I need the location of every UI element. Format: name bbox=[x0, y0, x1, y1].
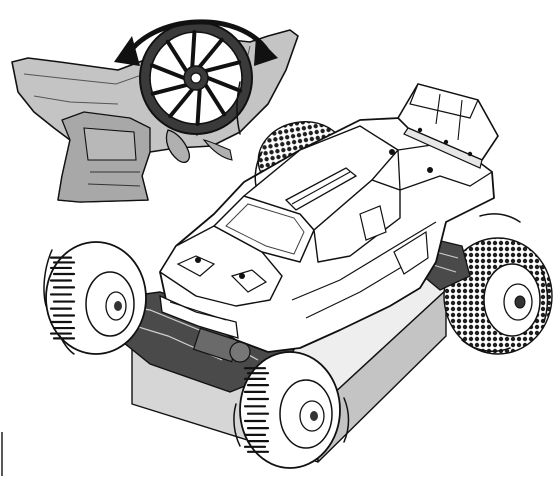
steering-wheel bbox=[139, 21, 253, 135]
body-clip bbox=[427, 167, 433, 173]
wheel-spoke bbox=[195, 87, 202, 126]
wheel-spoke bbox=[150, 83, 189, 96]
body-clip bbox=[195, 257, 201, 263]
wheel-spoke bbox=[203, 83, 227, 117]
throttle-trigger bbox=[165, 129, 190, 164]
truck-body-shell bbox=[159, 117, 495, 353]
body-clip bbox=[239, 273, 245, 279]
wheel-spoke bbox=[190, 30, 197, 69]
side-vent bbox=[393, 230, 429, 275]
hub-cap bbox=[190, 72, 202, 84]
side-window bbox=[313, 179, 401, 263]
tire-tread bbox=[243, 367, 270, 453]
wheel-spoke bbox=[197, 37, 224, 69]
roof bbox=[243, 125, 399, 231]
wheel-spoke bbox=[203, 60, 242, 73]
trigger-guard bbox=[202, 139, 233, 161]
front-bumper bbox=[159, 294, 239, 339]
body-clip bbox=[389, 149, 395, 155]
double-headed-curved-arrow-icon bbox=[114, 19, 278, 66]
grip-ridges bbox=[87, 171, 141, 187]
front-left-tire bbox=[45, 241, 147, 355]
motion-lines-icon bbox=[43, 81, 549, 447]
wheel-spoke bbox=[165, 39, 189, 73]
front-right-tire bbox=[239, 351, 341, 469]
wheel-spokes bbox=[149, 30, 243, 126]
wheel-spoke bbox=[149, 63, 186, 80]
headlight-left bbox=[176, 255, 216, 277]
side-panel-line bbox=[291, 221, 437, 301]
wing-edge bbox=[403, 127, 483, 169]
rear-wing bbox=[397, 83, 499, 169]
tire-tread bbox=[49, 256, 76, 340]
wheel-spoke bbox=[168, 87, 195, 119]
rear-right-tire bbox=[443, 237, 553, 355]
transmitter bbox=[11, 19, 299, 203]
grip-panel bbox=[83, 127, 137, 161]
body-contour bbox=[23, 71, 151, 105]
wheel-spoke bbox=[206, 76, 243, 93]
side-window-pane bbox=[359, 205, 387, 241]
